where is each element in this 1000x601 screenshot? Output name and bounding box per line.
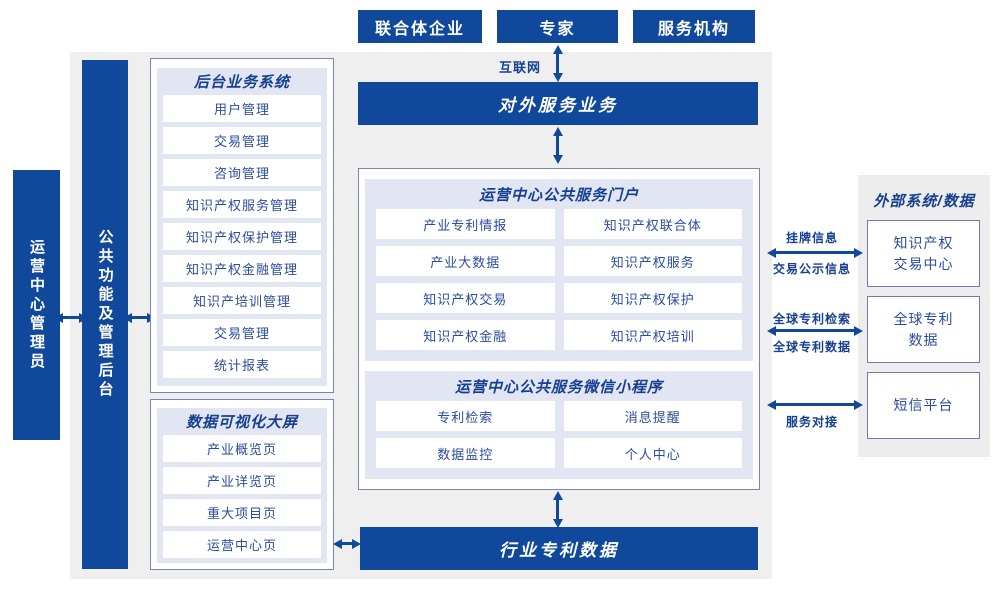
link-label-global-patent-search: 全球专利检索 [772,312,851,326]
arrow-global-patent-icon [775,329,855,332]
arrow-internet-icon [556,53,559,74]
portal-item: 知识产权服务 [563,246,742,276]
portal-panel: 运营中心公共服务门户 产业专利情报 知识产权联合体 产业大数据 知识产权服务 知… [365,179,753,361]
arrow-dashboard-to-industry-data-icon [341,542,353,545]
industry-patent-data-label: 行业专利数据 [499,541,619,560]
actor-label: 专家 [539,20,576,38]
external-box-sms-platform: 短信平台 [867,372,980,439]
arrow-admin-to-backend-icon [62,316,80,319]
operation-center-box: 运营中心公共服务门户 产业专利情报 知识产权联合体 产业大数据 知识产权服务 知… [358,168,760,490]
miniprogram-panel: 运营中心公共服务微信小程序 专利检索 消息提醒 数据监控 个人中心 [365,371,753,479]
actor-box-expert: 专家 [497,10,618,43]
link-label-service-connect: 服务对接 [785,415,838,429]
external-box-global-patent-data: 全球专利 数据 [867,296,980,363]
backend-system-item: 用户管理 [163,95,321,122]
backend-system-box: 后台业务系统 用户管理 交易管理 咨询管理 知识产权服务管理 知识产权保护管理 … [150,58,334,393]
miniprogram-item: 个人中心 [563,438,742,468]
backend-system-item: 知识产培训管理 [163,287,321,314]
backend-system-item: 统计报表 [163,351,321,378]
external-systems-title: 外部系统/数据 [873,193,975,210]
portal-item: 产业大数据 [376,246,555,276]
operation-center-admin-box: 运营中心管理员 [13,170,60,440]
dashboard-items: 产业概览页 产业详览页 重大项目页 运营中心页 [157,435,327,564]
backend-system-title: 后台业务系统 [193,74,290,91]
backend-system-item: 咨询管理 [163,159,321,186]
actor-box-service-agency: 服务机构 [633,10,755,43]
link-label-listing-info: 挂牌信息 [785,231,838,245]
public-function-admin-backend-box: 公共功能及管理后台 [82,60,128,569]
dashboard-title: 数据可视化大屏 [185,414,298,431]
dashboard-panel: 数据可视化大屏 产业概览页 产业详览页 重大项目页 运营中心页 [157,408,327,563]
backend-system-item: 知识产权金融管理 [163,255,321,282]
internet-label: 互联网 [499,60,542,75]
external-box-ip-trade-center: 知识产权 交易中心 [867,220,980,287]
portal-item: 知识产权交易 [376,283,555,313]
backend-system-item: 交易管理 [163,319,321,346]
portal-item: 产业专利情报 [376,209,555,239]
backend-system-item: 知识产权保护管理 [163,223,321,250]
dashboard-box: 数据可视化大屏 产业概览页 产业详览页 重大项目页 运营中心页 [150,399,334,570]
actor-box-consortium-enterprise: 联合体企业 [358,10,482,43]
backend-system-items: 用户管理 交易管理 咨询管理 知识产权服务管理 知识产权保护管理 知识产权金融管… [157,95,327,384]
backend-system-panel: 后台业务系统 用户管理 交易管理 咨询管理 知识产权服务管理 知识产权保护管理 … [157,68,327,386]
actor-label: 联合体企业 [374,20,465,38]
link-label-global-patent-data: 全球专利数据 [772,340,851,354]
portal-item: 知识产权金融 [376,320,555,350]
miniprogram-title: 运营中心公共服务微信小程序 [454,378,663,396]
external-service-bar: 对外服务业务 [358,82,758,125]
portal-item: 知识产权联合体 [563,209,742,239]
portal-title: 运营中心公共服务门户 [478,186,639,204]
arrow-portal-to-industry-data-icon [556,499,559,520]
arrow-bar-to-portal-icon [556,135,559,156]
miniprogram-item: 专利检索 [376,401,555,431]
link-label-trade-publicity: 交易公示信息 [772,262,851,276]
industry-patent-data-bar: 行业专利数据 [360,527,758,570]
backend-system-item: 知识产权服务管理 [163,191,321,218]
arrow-backend-to-system-icon [131,316,148,319]
actor-label: 服务机构 [657,20,730,38]
public-function-admin-backend-label: 公共功能及管理后台 [96,229,114,400]
portal-items: 产业专利情报 知识产权联合体 产业大数据 知识产权服务 知识产权交易 知识产权保… [365,209,753,359]
portal-item: 知识产权保护 [563,283,742,313]
dashboard-item: 重大项目页 [163,499,321,526]
portal-item: 知识产权培训 [563,320,742,350]
miniprogram-item: 消息提醒 [563,401,742,431]
arrow-trade-center-icon [775,251,855,254]
dashboard-item: 运营中心页 [163,531,321,558]
miniprogram-items: 专利检索 消息提醒 数据监控 个人中心 [365,401,753,477]
arrow-sms-platform-icon [775,403,855,406]
dashboard-item: 产业详览页 [163,467,321,494]
dashboard-item: 产业概览页 [163,435,321,462]
external-service-bar-label: 对外服务业务 [498,96,618,115]
operation-center-admin-label: 运营中心管理员 [28,238,45,372]
miniprogram-item: 数据监控 [376,438,555,468]
backend-system-item: 交易管理 [163,127,321,154]
